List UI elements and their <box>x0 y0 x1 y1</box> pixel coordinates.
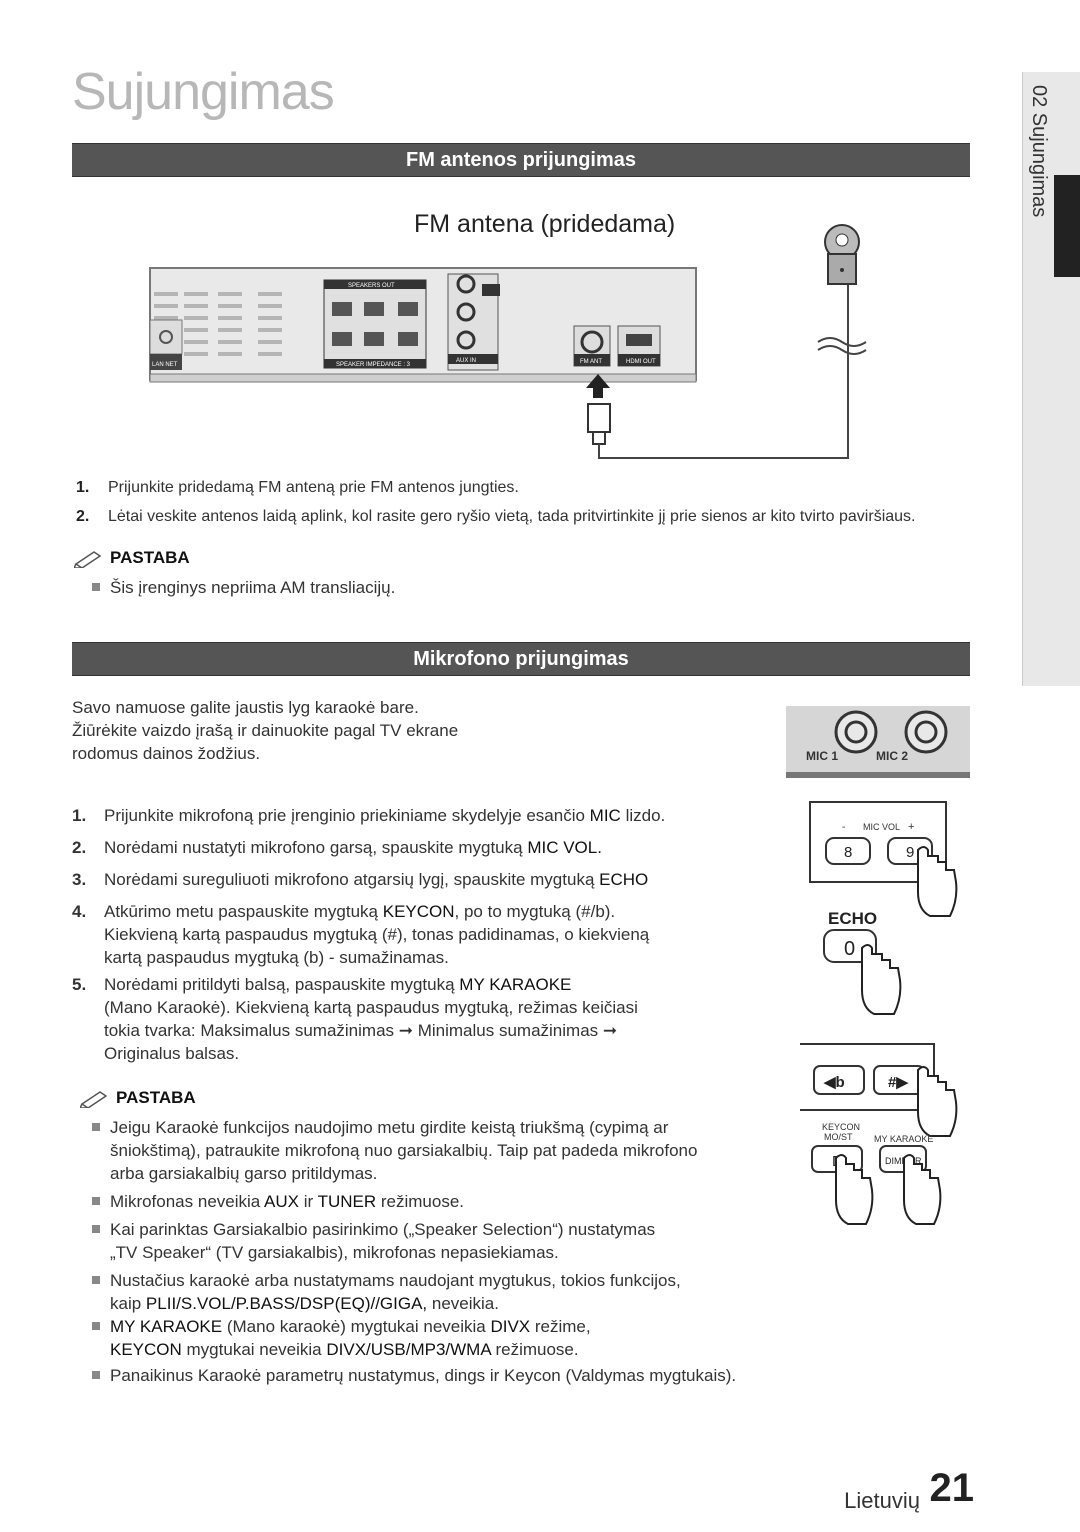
mic-note-6: Panaikinus Karaokė parametrų nustatymus,… <box>92 1364 792 1387</box>
svg-text:+: + <box>908 821 914 833</box>
pencil-icon <box>80 1090 108 1108</box>
mic-jacks-figure: MIC 1 MIC 2 <box>786 706 970 778</box>
page-title: Sujungimas <box>72 63 335 121</box>
mic-step-4: 4.Atkūrimo metu paspauskite mygtuką KEYC… <box>72 902 650 967</box>
svg-text:MO/ST: MO/ST <box>824 1132 853 1142</box>
rear-panel-figure: LAN NET SPEAKERS OUT SPEAKER IMPEDANCE :… <box>149 267 849 459</box>
svg-text:8: 8 <box>844 844 852 861</box>
mic-step-5: 5.Norėdami pritildyti balsą, paspauskite… <box>72 975 638 1063</box>
mic-step-2: 2.Norėdami nustatyti mikrofono garsą, sp… <box>72 838 602 857</box>
mic-note-2: Mikrofonas neveikia AUX ir TUNER režimuo… <box>92 1190 792 1213</box>
svg-text:0: 0 <box>844 938 855 960</box>
svg-text:SPEAKERS OUT: SPEAKERS OUT <box>348 283 395 289</box>
chapter-side-tab <box>1022 72 1080 686</box>
svg-text:MIC VOL: MIC VOL <box>863 822 900 832</box>
chapter-marker <box>1054 175 1080 277</box>
mic-note-heading: PASTABA <box>80 1088 196 1108</box>
mic-note-4: Nustačius karaokė arba nustatymams naudo… <box>92 1269 792 1315</box>
fm-antenna-icon <box>817 224 867 355</box>
svg-text:FM ANT: FM ANT <box>580 359 602 365</box>
remote-buttons-figure: - MIC VOL + 8 9 ECHO 0 ◀b #▶ KEYCON MO/S… <box>800 801 958 1225</box>
pencil-icon <box>74 550 102 568</box>
svg-text:SPEAKER IMPEDANCE : 3: SPEAKER IMPEDANCE : 3 <box>336 362 411 368</box>
page-number: 21 <box>929 1466 975 1510</box>
section-header-fm: FM antenos prijungimas <box>72 143 970 177</box>
footer-language: Lietuvių <box>844 1488 920 1513</box>
mic-note-3: Kai parinktas Garsiakalbio pasirinkimo (… <box>92 1218 792 1264</box>
svg-text:#▶: #▶ <box>888 1074 909 1091</box>
svg-text:9: 9 <box>906 844 914 861</box>
svg-text:KEYCON: KEYCON <box>822 1122 860 1132</box>
svg-text:MIC 1: MIC 1 <box>806 749 838 763</box>
mic-step-3: 3.Norėdami sureguliuoti mikrofono atgars… <box>72 870 649 889</box>
mic-note-5: MY KARAOKE (Mano karaokė) mygtukai nevei… <box>92 1315 792 1361</box>
mic-note-1: Jeigu Karaokė funkcijos naudojimo metu g… <box>92 1116 792 1185</box>
fm-note-item: Šis įrenginys nepriima AM transliacijų. <box>92 576 395 599</box>
svg-text:HDMI OUT: HDMI OUT <box>626 359 656 365</box>
svg-text:◀b: ◀b <box>823 1074 845 1091</box>
mic-notes: Jeigu Karaokė funkcijos naudojimo metu g… <box>92 1116 792 1387</box>
svg-text:MY KARAOKE: MY KARAOKE <box>874 1134 933 1144</box>
svg-text:AUX IN: AUX IN <box>456 358 476 364</box>
mic-steps: 1.Prijunkite mikrofoną prie įrenginio pr… <box>72 804 762 1065</box>
fm-note-heading: PASTABA <box>74 548 190 568</box>
svg-text:-: - <box>842 822 845 833</box>
fm-step-2: 2.Lėtai veskite antenos laidą aplink, ko… <box>76 508 916 525</box>
fm-step-1: 1.Prijunkite pridedamą FM anteną prie FM… <box>76 479 519 496</box>
svg-text:MIC 2: MIC 2 <box>876 749 908 763</box>
mic-step-1: 1.Prijunkite mikrofoną prie įrenginio pr… <box>72 806 666 825</box>
section-header-mic: Mikrofono prijungimas <box>72 642 970 676</box>
mic-intro: Savo namuose galite jaustis lyg karaokė … <box>72 698 459 763</box>
fm-figure-title: FM antena (pridedama) <box>414 210 676 238</box>
svg-text:ECHO: ECHO <box>828 909 877 928</box>
chapter-label: 02 Sujungimas <box>1028 85 1050 218</box>
lan-label: LAN NET <box>152 362 178 368</box>
